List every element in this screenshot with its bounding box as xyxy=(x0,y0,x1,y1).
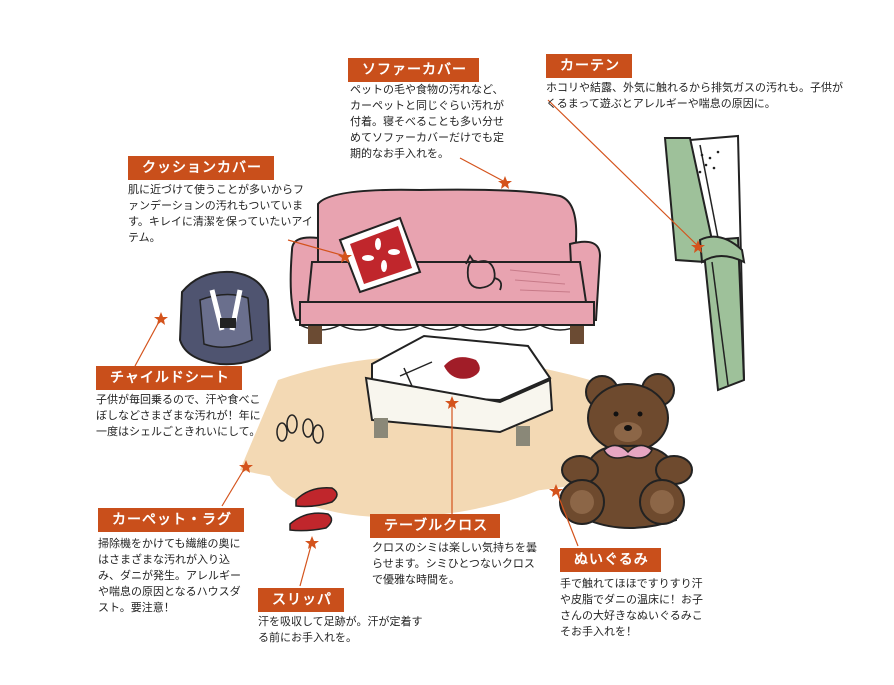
cat-illustration xyxy=(465,254,503,291)
label-curtain: カーテン xyxy=(546,54,632,78)
leader-lines xyxy=(134,99,699,587)
desc-slipper: 汗を吸収して足跡が。汗が定着する前にお手入れを。 xyxy=(258,615,423,644)
label-sofa-cover: ソファーカバー xyxy=(348,58,479,82)
teddy-bear-illustration xyxy=(559,373,693,529)
desc-child-seat: 子供が毎回乗るので、汗や食べこぼしなどさまざまな汚れが！年に一度はシェルごときれ… xyxy=(96,393,261,438)
desc-stuffed-toy: 手で触れてほほですりすり汗や皮脂でダニの温床に！お子さんの大好きなぬいぐるみこそ… xyxy=(560,577,703,638)
table-illustration xyxy=(364,334,554,446)
label-carpet-rug: カーペット・ラグ xyxy=(98,508,244,532)
desc-carpet-rug: 掃除機をかけても繊維の奥にはさまざまな汚れが入り込み、ダニが発生。アレルギーや喘… xyxy=(98,537,241,614)
label-table-cloth: テーブルクロス xyxy=(370,514,501,538)
label-child-seat: チャイルドシート xyxy=(96,366,242,390)
label-stuffed-toy: ぬいぐるみ xyxy=(560,548,661,572)
slipper-illustration xyxy=(289,487,338,532)
label-slipper: スリッパ xyxy=(258,588,344,612)
label-cushion-cover: クッションカバー xyxy=(128,156,274,180)
desc-cushion-cover: 肌に近づけて使うことが多いからファンデーションの汚れもついています。キレイに清潔… xyxy=(128,183,313,244)
sofa-illustration xyxy=(289,188,602,344)
desc-table-cloth: クロスのシミは楽しい気持ちを曇らせます。シミひとつないクロスで優雅な時間を。 xyxy=(372,541,537,586)
cushion-illustration xyxy=(338,216,422,294)
footprints-illustration xyxy=(276,414,324,444)
desc-sofa-cover: ペットの毛や食物の汚れなど、カーペットと同じぐらい汚れが付着。寝そべることも多い… xyxy=(350,83,504,160)
curtain-illustration xyxy=(663,134,746,392)
child-seat-illustration xyxy=(178,270,272,366)
marker-stars xyxy=(154,176,705,549)
desc-curtain: ホコリや結露、外気に触れるから排気ガスの汚れも。子供がくるまって遊ぶとアレルギー… xyxy=(546,81,843,110)
